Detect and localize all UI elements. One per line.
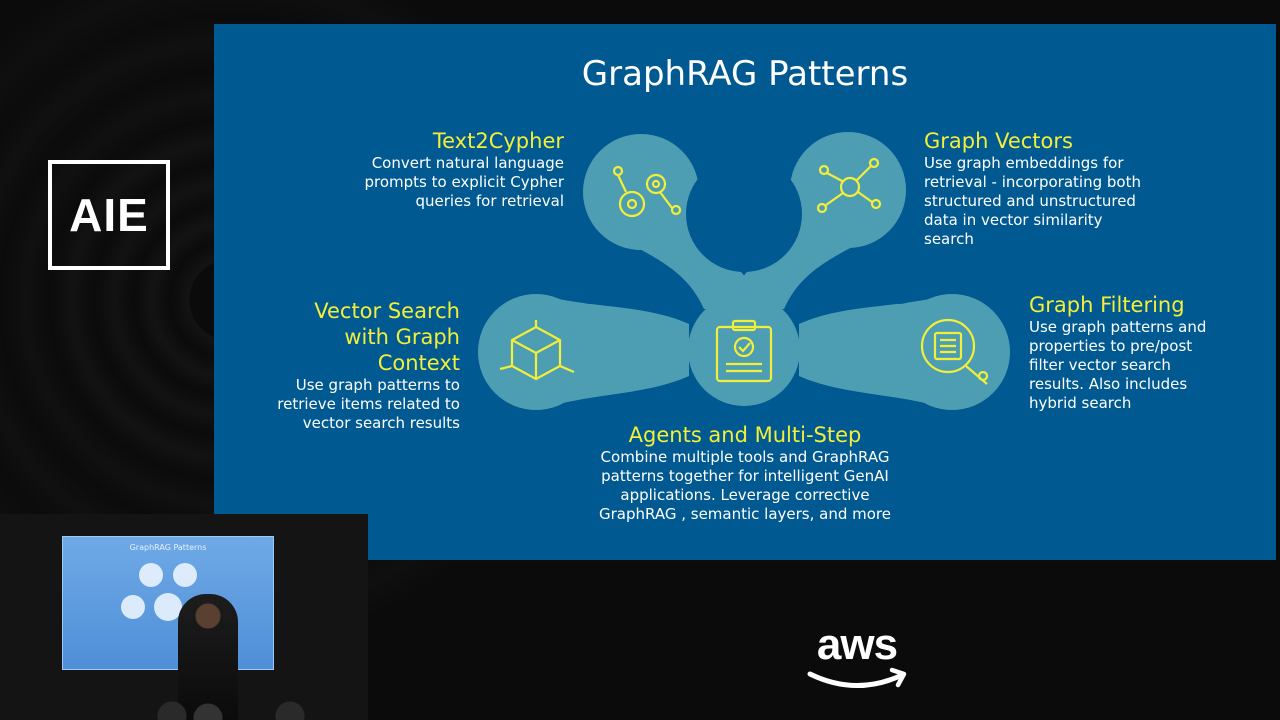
gears-icon xyxy=(612,165,682,218)
aws-smile-icon xyxy=(807,667,907,688)
aws-logo: aws xyxy=(800,620,914,696)
blob-connector-right xyxy=(799,294,952,410)
pattern-description: Use graph embeddings for retrieval - inc… xyxy=(924,154,1141,248)
slide-title: GraphRAG Patterns xyxy=(581,54,909,94)
pattern-graph-vectors: Graph Vectors Use graph embeddings for r… xyxy=(924,128,1224,249)
clipboard-check-icon xyxy=(715,319,773,383)
blob-connector-top-right xyxy=(714,174,894,309)
document-search-icon xyxy=(920,318,989,385)
gap-right-top xyxy=(864,236,932,304)
pattern-vector-search-graph-context: Vector Search with Graph Context Use gra… xyxy=(234,298,460,433)
pattern-text2cypher: Text2Cypher Convert natural language pro… xyxy=(309,128,565,211)
speaker-camera-inset: GraphRAG Patterns xyxy=(0,514,368,720)
pattern-description: Combine multiple tools and GraphRAG patt… xyxy=(599,448,891,523)
gap-top xyxy=(686,156,802,272)
gap-right-bottom xyxy=(804,390,884,470)
pattern-title: Agents and Multi-Step xyxy=(628,423,862,447)
blob-connector-left xyxy=(536,294,689,410)
pattern-description: Use graph patterns to retrieve items rel… xyxy=(277,376,460,432)
network-icon xyxy=(816,157,882,214)
aws-wordmark: aws xyxy=(816,620,898,669)
pattern-title: Graph Vectors xyxy=(924,129,1073,153)
presentation-slide: GraphRAG Patterns xyxy=(214,24,1276,560)
audience-heads xyxy=(150,694,320,720)
inset-projector-screen: GraphRAG Patterns xyxy=(62,536,274,670)
inset-slide-title: GraphRAG Patterns xyxy=(129,543,207,552)
aie-logo: AIE xyxy=(48,160,170,270)
cube-icon xyxy=(499,320,575,381)
gap-left-top xyxy=(558,236,626,304)
pattern-title: Graph Filtering xyxy=(1029,293,1185,317)
gap-left-bottom xyxy=(604,390,684,470)
blob-connector-top-left xyxy=(594,174,774,309)
pattern-diagram xyxy=(478,132,1010,470)
pattern-description: Convert natural language prompts to expl… xyxy=(364,154,565,210)
pattern-description: Use graph patterns and properties to pre… xyxy=(1029,318,1207,412)
inset-diagram xyxy=(121,563,215,621)
pattern-agents-multi-step: Agents and Multi-Step Combine multiple t… xyxy=(554,422,936,524)
pattern-graph-filtering: Graph Filtering Use graph patterns and p… xyxy=(1029,292,1264,413)
pattern-title: Vector Search with Graph Context xyxy=(314,299,460,375)
pattern-title: Text2Cypher xyxy=(432,129,564,153)
